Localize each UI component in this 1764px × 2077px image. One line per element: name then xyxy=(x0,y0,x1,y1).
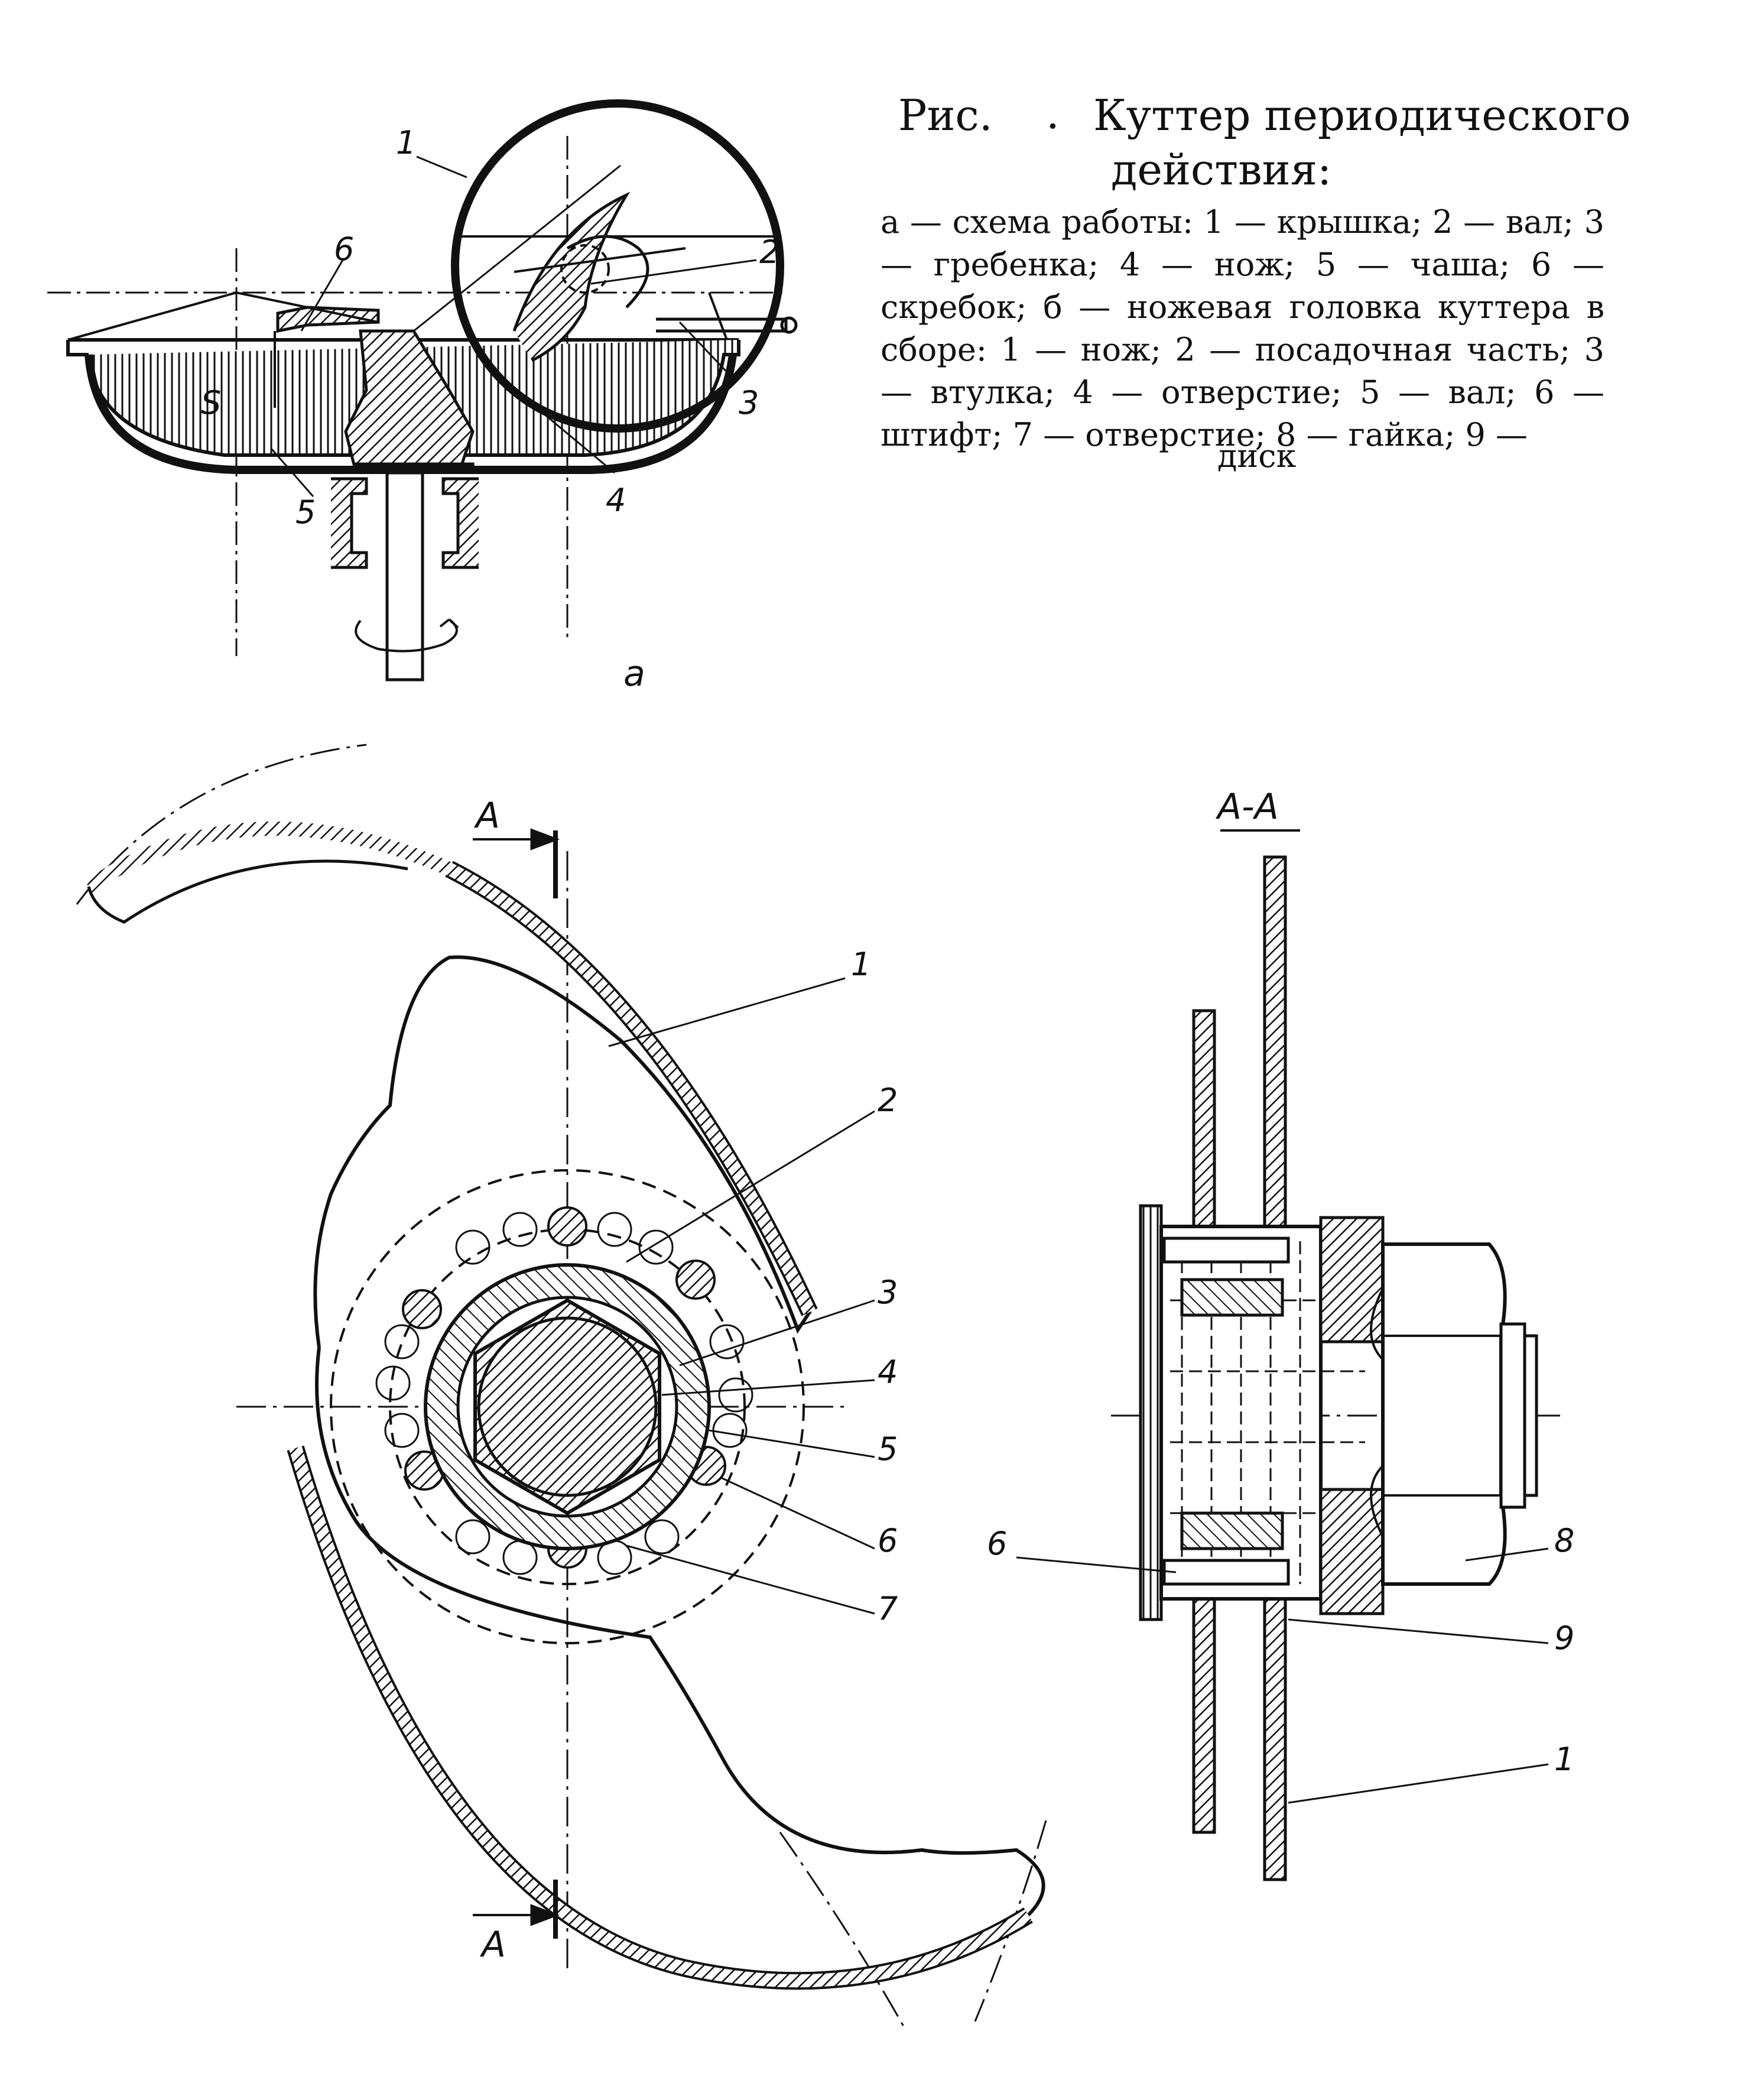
diagram-b xyxy=(76,744,1047,2028)
label-a-s: S xyxy=(201,384,221,421)
label-a-4: 4 xyxy=(606,482,626,519)
figure-title-line2: действия: xyxy=(1111,145,1332,194)
label-a-2: 2 xyxy=(759,233,779,271)
label-a-5: 5 xyxy=(295,494,316,531)
section-marker-bottom: А xyxy=(479,1924,506,1965)
label-s-1: 1 xyxy=(1554,1741,1574,1778)
label-s-9: 9 xyxy=(1554,1620,1574,1657)
figure-legend: а — схема работы: 1 — крышка; 2 — вал; 3… xyxy=(881,203,1604,453)
figure-prefix: Рис. xyxy=(898,90,993,140)
label-a-1: 1 xyxy=(396,124,416,161)
figure-number-dot: . xyxy=(1046,89,1060,138)
label-b-5: 5 xyxy=(878,1430,898,1468)
diagram-b-labels: 1 2 3 4 5 6 7 А А xyxy=(473,795,898,1965)
figure-legend-end: диск xyxy=(1217,437,1297,475)
label-s-8: 8 xyxy=(1554,1522,1574,1559)
view-label-a: а xyxy=(623,653,645,695)
section-title: А-А xyxy=(1215,786,1279,827)
section-view-labels: А-А 6 8 9 1 xyxy=(987,786,1574,1778)
diagram-a xyxy=(47,99,798,681)
label-a-3: 3 xyxy=(739,384,759,421)
label-b-6: 6 xyxy=(878,1522,898,1559)
section-view xyxy=(1016,829,1560,1881)
label-b-1: 1 xyxy=(851,946,871,983)
figure-title-line1: Куттер периодического xyxy=(1093,90,1631,140)
label-a-6: 6 xyxy=(334,231,354,268)
figure-caption-title: Рис. Куттер периодического xyxy=(898,89,1631,142)
label-b-4: 4 xyxy=(878,1354,898,1391)
label-b-7: 7 xyxy=(878,1590,898,1627)
section-marker-top: А xyxy=(473,795,500,836)
label-s-6: 6 xyxy=(987,1525,1007,1562)
label-b-3: 3 xyxy=(878,1274,898,1311)
label-b-2: 2 xyxy=(878,1082,898,1119)
diagram-a-labels: 1 2 3 4 5 6 S а xyxy=(201,124,779,695)
